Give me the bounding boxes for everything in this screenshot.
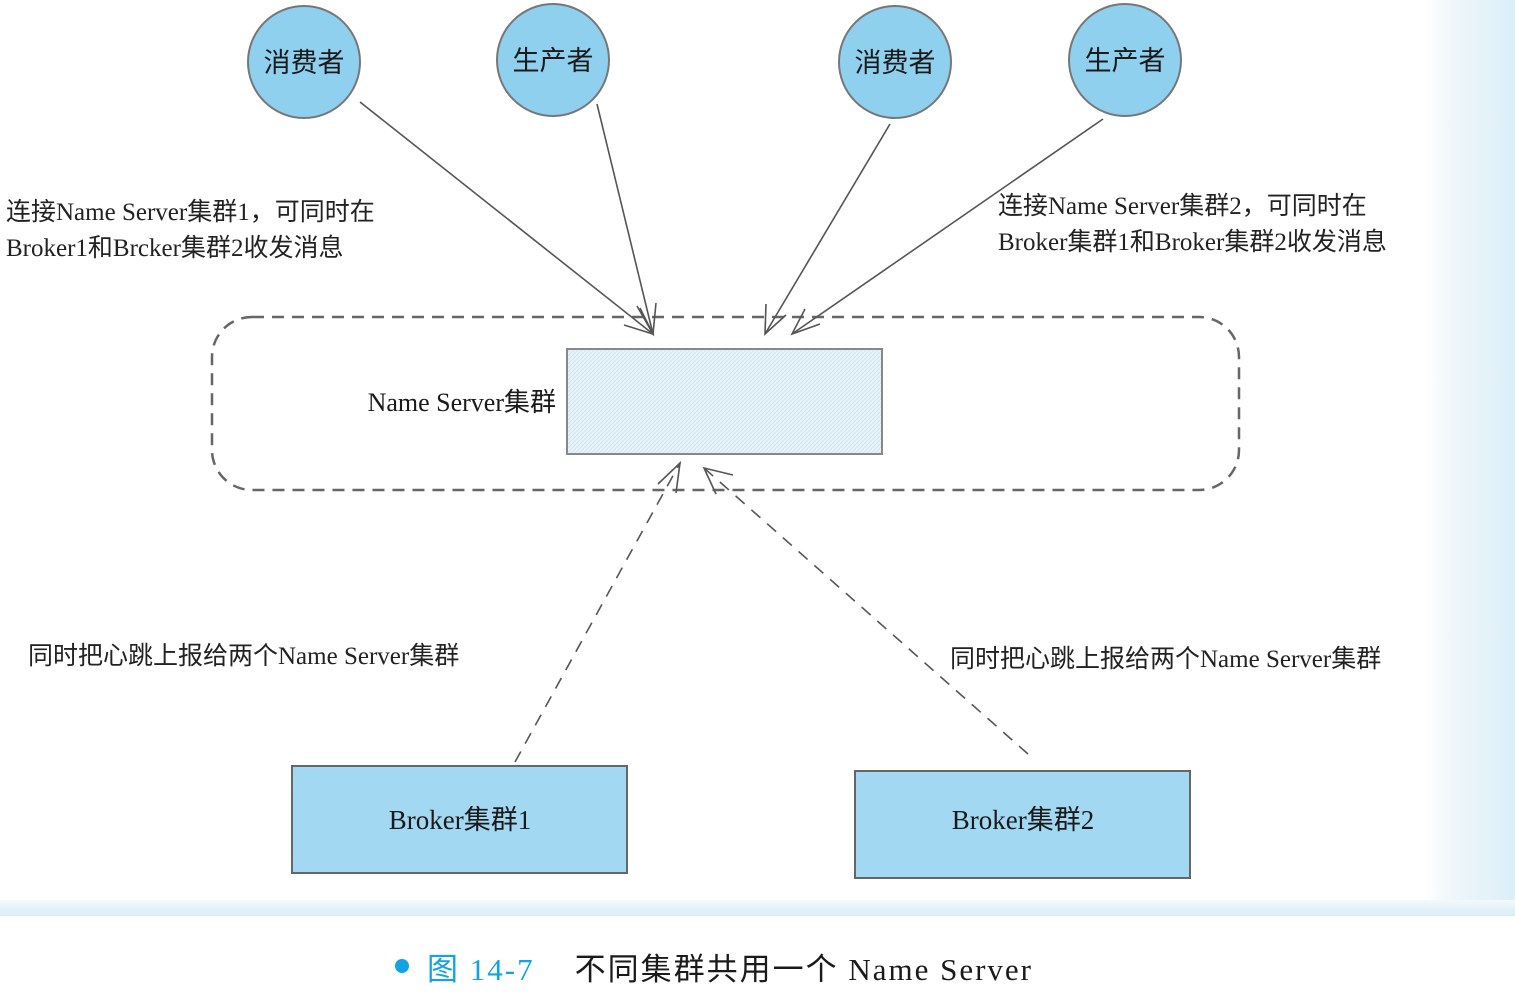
figure-caption: 图 14-7 不同集群共用一个 Name Server: [395, 946, 1034, 987]
diagram-canvas: Name Server集群 消费者 生产者 消费者 生产者: [6, 3, 1387, 879]
edge-broker-cluster-2-to-name-server: [702, 466, 1029, 755]
edge-consumer-1-to-name-server: [359, 101, 655, 336]
client-node-producer-1: 生产者: [496, 3, 610, 117]
name-server-label: Name Server集群: [368, 388, 556, 417]
broker-node-2: Broker集群2: [854, 770, 1191, 879]
annotation-line: 连接Name Server集群1，可同时在: [6, 198, 375, 226]
annotation-line: Broker1和Brcker集群2收发消息: [6, 234, 343, 262]
broker-label: Broker集群1: [389, 805, 531, 835]
client-node-consumer-1: 消费者: [247, 5, 361, 119]
edge-broker-cluster-1-to-name-server: [514, 460, 682, 763]
annotation-right-top: 连接Name Server集群2，可同时在 Broker集群1和Broker集群…: [998, 192, 1387, 256]
broker-label: Broker集群2: [952, 805, 1094, 835]
client-label: 生产者: [513, 46, 594, 76]
annotation-line: 连接Name Server集群2，可同时在: [998, 192, 1367, 220]
edge-producer-1-to-name-server: [596, 103, 657, 337]
name-server-box: [566, 348, 883, 455]
client-node-consumer-2: 消费者: [838, 5, 952, 119]
broker-node-1: Broker集群1: [291, 765, 628, 874]
figure-title: 不同集群共用一个 Name Server: [574, 951, 1034, 987]
client-node-producer-2: 生产者: [1068, 3, 1182, 117]
annotation-line: Broker集群1和Broker集群2收发消息: [998, 228, 1387, 256]
figure-number: 图 14-7: [427, 951, 535, 987]
annotation-left-bottom: 同时把心跳上报给两个Name Server集群: [28, 642, 459, 670]
edge-producer-2-to-name-server: [790, 118, 1104, 336]
caption-bullet-icon: [395, 959, 409, 973]
diagram-panel: [0, 0, 1515, 912]
annotation-left-top: 连接Name Server集群1，可同时在 Broker1和Brcker集群2收…: [6, 198, 375, 262]
name-server-group-boundary: [210, 315, 1241, 492]
annotation-right-bottom: 同时把心跳上报给两个Name Server集群: [950, 645, 1381, 673]
client-label: 生产者: [1085, 46, 1166, 76]
client-label: 消费者: [855, 48, 936, 78]
edge-consumer-2-to-name-server: [764, 123, 891, 336]
client-label: 消费者: [264, 48, 345, 78]
panel-bottom-border: [0, 900, 1515, 916]
